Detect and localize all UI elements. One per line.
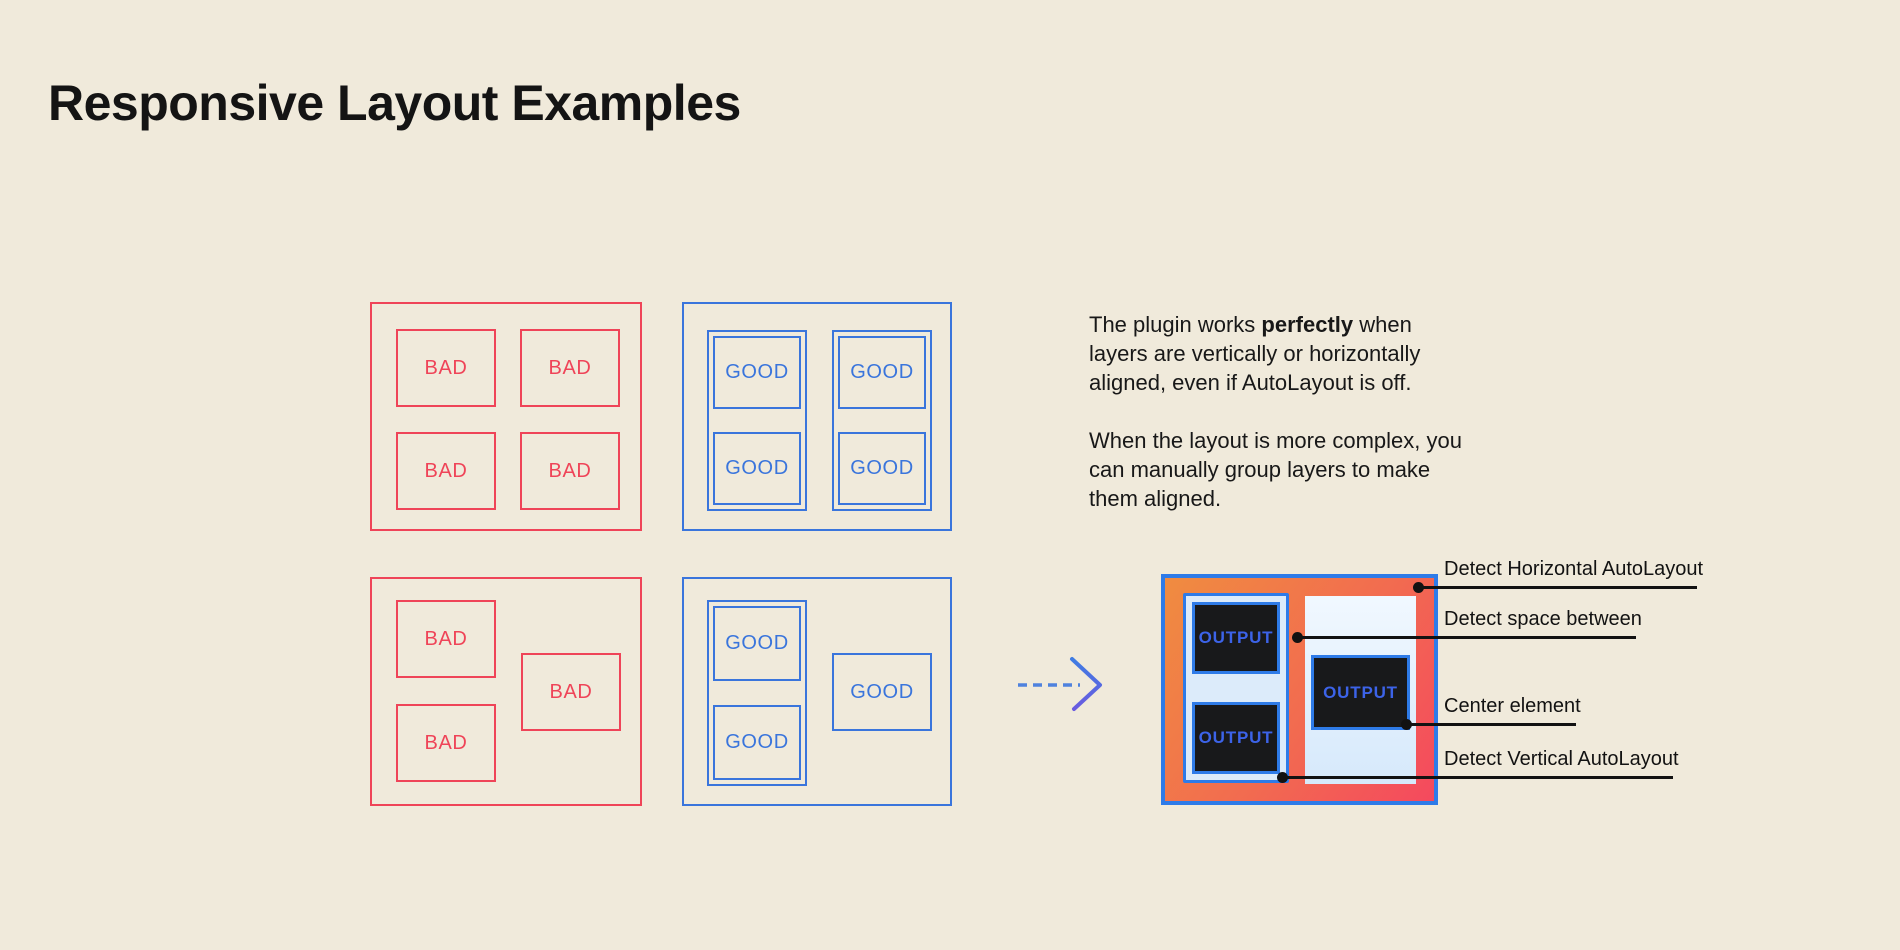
center-column-strip: OUTPUT <box>1305 596 1416 784</box>
bad-box: BAD <box>396 704 496 782</box>
good-aligned-group: GOOD GOOD GOOD GOOD <box>682 302 952 531</box>
bad-box: BAD <box>520 329 620 407</box>
bad-complex-group: BAD BAD BAD <box>370 577 642 806</box>
annotation-line <box>1407 723 1576 726</box>
good-box: GOOD <box>832 653 932 731</box>
annotation-dot <box>1292 632 1303 643</box>
good-complex-group: GOOD GOOD GOOD <box>682 577 952 806</box>
output-box: OUTPUT <box>1311 655 1410 730</box>
page-title: Responsive Layout Examples <box>48 74 741 131</box>
good-box: GOOD <box>838 432 926 505</box>
annotation-dot <box>1413 582 1424 593</box>
annotation-label: Detect Vertical AutoLayout <box>1444 748 1679 770</box>
annotation-line <box>1419 586 1697 589</box>
bad-box: BAD <box>520 432 620 510</box>
output-box: OUTPUT <box>1192 702 1280 774</box>
good-box: GOOD <box>713 705 801 780</box>
bad-box: BAD <box>396 432 496 510</box>
description-paragraph-1: The plugin works perfectly when layers a… <box>1089 312 1421 395</box>
output-box: OUTPUT <box>1192 602 1280 674</box>
description-paragraph-2: When the layout is more complex, you can… <box>1089 428 1462 511</box>
bad-box: BAD <box>521 653 621 731</box>
bad-box: BAD <box>396 329 496 407</box>
annotation-label: Detect space between <box>1444 608 1642 630</box>
good-box: GOOD <box>713 606 801 681</box>
annotation-label: Detect Horizontal AutoLayout <box>1444 558 1704 580</box>
annotation-line <box>1298 636 1636 639</box>
good-box: GOOD <box>838 336 926 409</box>
annotation-dot <box>1277 772 1288 783</box>
output-preview: OUTPUT OUTPUT OUTPUT <box>1161 574 1438 805</box>
annotation-dot <box>1401 719 1412 730</box>
good-column-group: GOOD GOOD <box>832 330 932 511</box>
good-box: GOOD <box>713 336 801 409</box>
vertical-autolayout-group: OUTPUT OUTPUT <box>1183 593 1289 783</box>
annotation-label: Center element <box>1444 695 1581 717</box>
good-box: GOOD <box>713 432 801 505</box>
bad-box: BAD <box>396 600 496 678</box>
good-column-group: GOOD GOOD <box>707 330 807 511</box>
good-column-group: GOOD GOOD <box>707 600 807 786</box>
bad-aligned-group: BAD BAD BAD BAD <box>370 302 642 531</box>
description-text: The plugin works perfectly when layers a… <box>1089 310 1462 513</box>
annotation-line <box>1283 776 1673 779</box>
transform-arrow-icon <box>1018 657 1102 711</box>
